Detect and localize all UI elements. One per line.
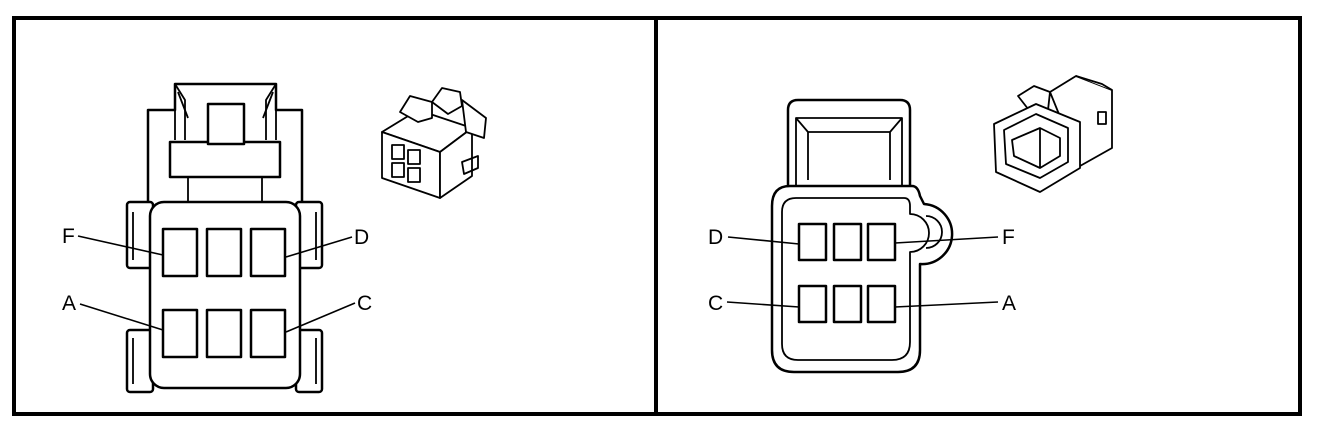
- pin-label-f: F: [1002, 226, 1015, 249]
- pin-label-c: C: [708, 292, 723, 315]
- pin-label-d: D: [354, 226, 369, 249]
- right-connector-face: [770, 98, 954, 374]
- left-connector-face: [125, 82, 324, 394]
- left-panel: F D A C: [62, 82, 487, 394]
- pin-label-c: C: [357, 292, 372, 315]
- pin-label-d: D: [708, 226, 723, 249]
- pin-label-a: A: [62, 292, 76, 315]
- pin-label-a: A: [1002, 292, 1016, 315]
- pin-label-f: F: [62, 225, 75, 248]
- left-connector-iso: [381, 87, 487, 199]
- right-panel: D F C A: [708, 75, 1113, 374]
- right-connector-iso: [993, 75, 1113, 193]
